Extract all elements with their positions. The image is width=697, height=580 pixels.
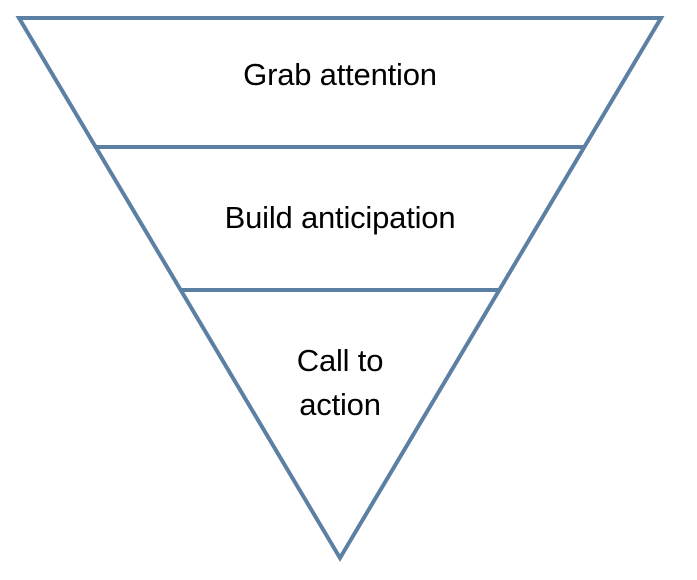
stage-label-grab-attention: Grab attention xyxy=(243,57,437,92)
stage-label-build-anticipation: Build anticipation xyxy=(224,200,456,235)
funnel-outline xyxy=(15,16,665,562)
stage-label-call-to-action: Call to action xyxy=(296,343,384,422)
